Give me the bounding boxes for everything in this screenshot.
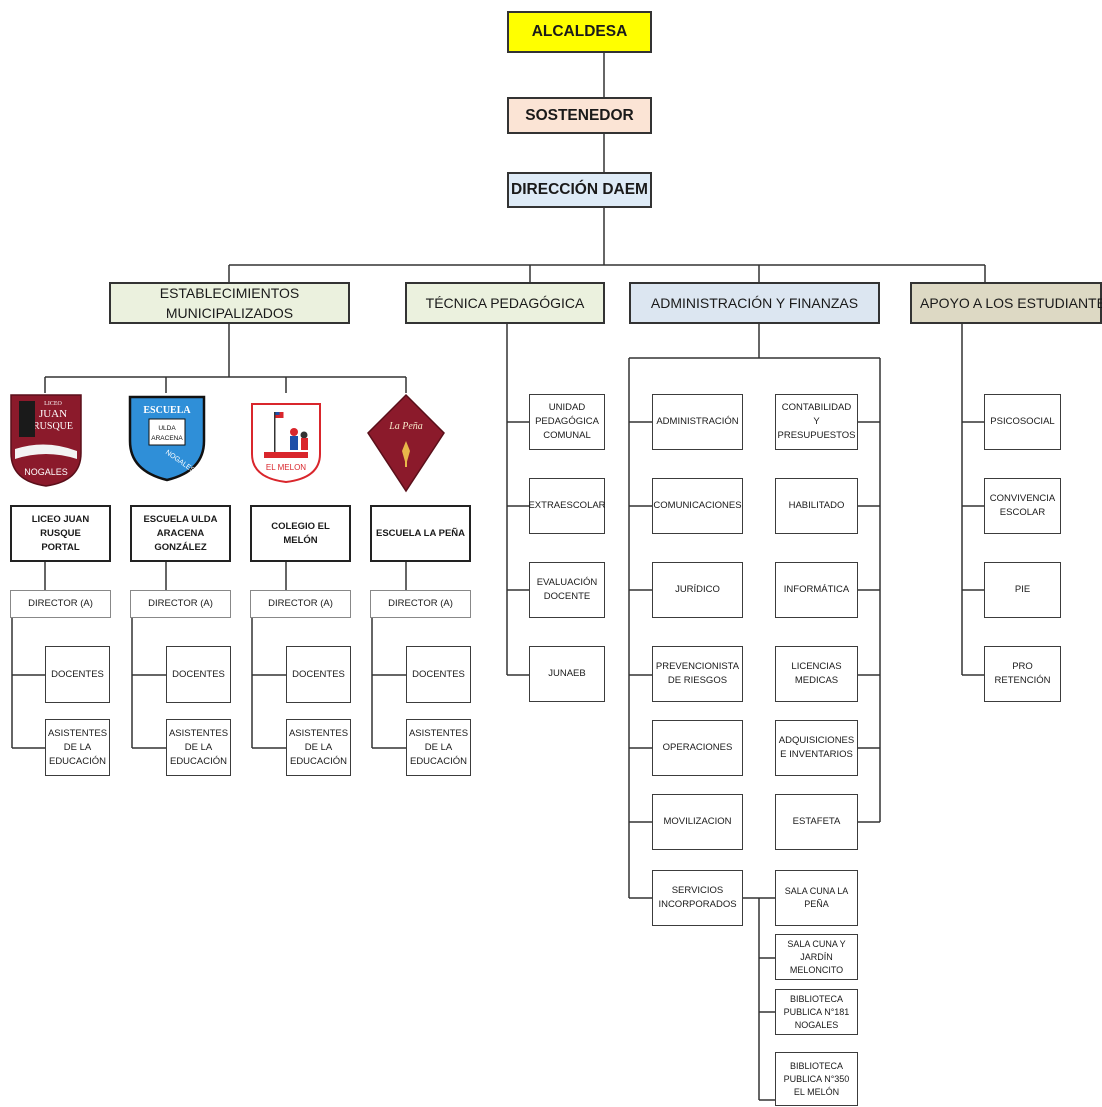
administracion-finanzas-box: ADMINISTRACIÓN Y FINANZAS <box>629 282 880 324</box>
tecnica-item-junaeb: JUNAEB <box>529 646 605 702</box>
shield-escuela-ulda-aracena-icon: ESCUELA ULDA ARACENA NOGALES <box>128 395 206 482</box>
svg-text:ESCUELA: ESCUELA <box>143 405 191 416</box>
admin-item-juridico: JURÍDICO <box>652 562 743 618</box>
diamond-escuela-la-pena-icon: La Peña <box>367 393 445 493</box>
docentes-box: DOCENTES <box>406 646 471 703</box>
apoyo-estudiantes-box: APOYO A LOS ESTUDIANTES <box>910 282 1102 324</box>
docentes-box: DOCENTES <box>286 646 351 703</box>
director-box: DIRECTOR (A) <box>250 590 351 618</box>
admin-item-operaciones: OPERACIONES <box>652 720 743 776</box>
asistentes-box: ASISTENTES DE LA EDUCACIÓN <box>406 719 471 776</box>
crest-liceo-juan-rusque-icon: LICEO JUAN RUSQUE NOGALES <box>10 394 82 487</box>
admin-item-adquisiciones: ADQUISICIONES E INVENTARIOS <box>775 720 858 776</box>
asistentes-box: ASISTENTES DE LA EDUCACIÓN <box>45 719 110 776</box>
servicio-biblioteca-350: BIBLIOTECA PUBLICA N°350 EL MELÓN <box>775 1052 858 1106</box>
school-name-colegio-el-melon: COLEGIO EL MELÓN <box>250 505 351 562</box>
sostenedor-box: SOSTENEDOR <box>507 97 652 134</box>
director-box: DIRECTOR (A) <box>370 590 471 618</box>
admin-item-movilizacion: MOVILIZACION <box>652 794 743 850</box>
asistentes-box: ASISTENTES DE LA EDUCACIÓN <box>166 719 231 776</box>
svg-text:LICEO: LICEO <box>44 401 62 407</box>
tecnica-item-extraescolar: EXTRAESCOLAR <box>528 478 606 534</box>
servicio-sala-cuna-meloncito: SALA CUNA Y JARDÍN MELONCITO <box>775 934 858 980</box>
admin-item-servicios-incorporados: SERVICIOS INCORPORADOS <box>652 870 743 926</box>
director-box: DIRECTOR (A) <box>130 590 231 618</box>
svg-text:ULDA: ULDA <box>158 425 176 432</box>
apoyo-item-pro-retencion: PRO RETENCIÓN <box>984 646 1061 702</box>
establecimientos-box: ESTABLECIMIENTOS MUNICIPALIZADOS <box>109 282 350 324</box>
admin-item-prevencionista: PREVENCIONISTA DE RIESGOS <box>652 646 743 702</box>
docentes-box: DOCENTES <box>166 646 231 703</box>
servicio-biblioteca-181: BIBLIOTECA PUBLICA N°181 NOGALES <box>775 989 858 1035</box>
crest-colegio-el-melon-icon: EL MELON <box>251 403 321 484</box>
tecnica-item-evaluacion-docente: EVALUACIÓN DOCENTE <box>529 562 605 618</box>
apoyo-item-convivencia: CONVIVENCIA ESCOLAR <box>984 478 1061 534</box>
admin-item-habilitado: HABILITADO <box>775 478 858 534</box>
alcaldesa-box: ALCALDESA <box>507 11 652 53</box>
director-box: DIRECTOR (A) <box>10 590 111 618</box>
svg-text:EL MELON: EL MELON <box>266 463 306 472</box>
svg-text:JUAN: JUAN <box>39 408 67 420</box>
docentes-box: DOCENTES <box>45 646 110 703</box>
apoyo-item-pie: PIE <box>984 562 1061 618</box>
svg-text:ARACENA: ARACENA <box>151 435 183 442</box>
asistentes-box: ASISTENTES DE LA EDUCACIÓN <box>286 719 351 776</box>
school-name-liceo-juan-rusque: LICEO JUAN RUSQUE PORTAL <box>10 505 111 562</box>
tecnica-item-unidad-pedagogica: UNIDAD PEDAGÓGICA COMUNAL <box>529 394 605 450</box>
school-name-escuela-la-pena: ESCUELA LA PEÑA <box>370 505 471 562</box>
servicio-sala-cuna-la-pena: SALA CUNA LA PEÑA <box>775 870 858 926</box>
admin-item-comunicaciones: COMUNICACIONES <box>652 478 743 534</box>
svg-text:NOGALES: NOGALES <box>24 467 68 477</box>
admin-item-licencias: LICENCIAS MEDICAS <box>775 646 858 702</box>
tecnica-pedagogica-box: TÉCNICA PEDAGÓGICA <box>405 282 605 324</box>
admin-item-informatica: INFORMÁTICA <box>775 562 858 618</box>
apoyo-item-psicosocial: PSICOSOCIAL <box>984 394 1061 450</box>
admin-item-contabilidad: CONTABILIDAD Y PRESUPUESTOS <box>775 394 858 450</box>
direccion-daem-box: DIRECCIÓN DAEM <box>507 172 652 208</box>
svg-text:RUSQUE: RUSQUE <box>33 421 73 432</box>
school-name-escuela-ulda-aracena: ESCUELA ULDA ARACENA GONZÁLEZ <box>130 505 231 562</box>
admin-item-administracion: ADMINISTRACIÓN <box>652 394 743 450</box>
admin-item-estafeta: ESTAFETA <box>775 794 858 850</box>
svg-text:La Peña: La Peña <box>388 421 423 432</box>
